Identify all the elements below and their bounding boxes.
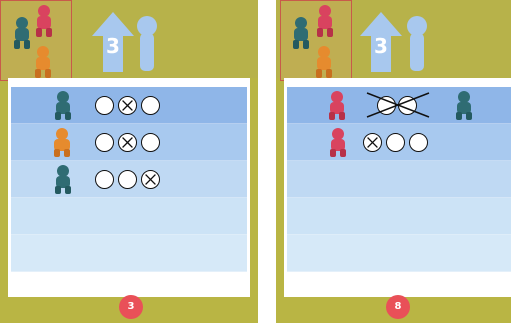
empty-marker (95, 133, 114, 152)
orange-figure-icon (29, 45, 57, 79)
page-number-badge: 3 (119, 295, 143, 319)
board-row-empty (287, 198, 511, 235)
left-board (8, 78, 250, 297)
red-figure-icon (311, 4, 339, 38)
teal-figure-icon (49, 90, 77, 121)
crossed-marker (363, 133, 382, 152)
marker-group (95, 170, 160, 189)
board-row (11, 87, 247, 124)
orange-figure-icon (310, 45, 338, 79)
empty-marker (398, 96, 417, 115)
teal-figure-icon (49, 164, 77, 195)
teal-figure-icon (450, 90, 478, 121)
left-players-box (0, 0, 72, 81)
pawn-icon (404, 15, 430, 73)
crossed-marker (141, 170, 160, 189)
up-arrow-icon: 3 (360, 12, 402, 72)
right-card: 3 (276, 0, 511, 323)
board-row (11, 161, 247, 198)
empty-marker (409, 133, 428, 152)
page-number-badge: 8 (386, 295, 410, 319)
board-row-empty (11, 235, 247, 272)
red-figure-icon (323, 90, 351, 121)
board-row (11, 124, 247, 161)
board-row (287, 124, 511, 161)
red-figure-icon (324, 127, 352, 158)
marker-group (95, 96, 160, 115)
right-board (284, 78, 511, 297)
board-row-empty (287, 235, 511, 272)
crossed-marker (118, 133, 137, 152)
empty-marker (386, 133, 405, 152)
empty-marker (141, 133, 160, 152)
marker-group (377, 96, 417, 115)
empty-marker (141, 96, 160, 115)
empty-marker (377, 96, 396, 115)
up-arrow-icon: 3 (92, 12, 134, 72)
pawn-icon (134, 15, 160, 73)
crossed-marker (118, 96, 137, 115)
empty-marker (95, 170, 114, 189)
empty-marker (118, 170, 137, 189)
empty-marker (95, 96, 114, 115)
red-figure-icon (30, 4, 58, 38)
board-row (287, 87, 511, 124)
marker-group (95, 133, 160, 152)
marker-group (363, 133, 428, 152)
left-card: 3 (0, 0, 258, 323)
board-row-empty (287, 161, 511, 198)
board-row-empty (11, 198, 247, 235)
right-players-box (280, 0, 352, 81)
orange-figure-icon (48, 127, 76, 158)
